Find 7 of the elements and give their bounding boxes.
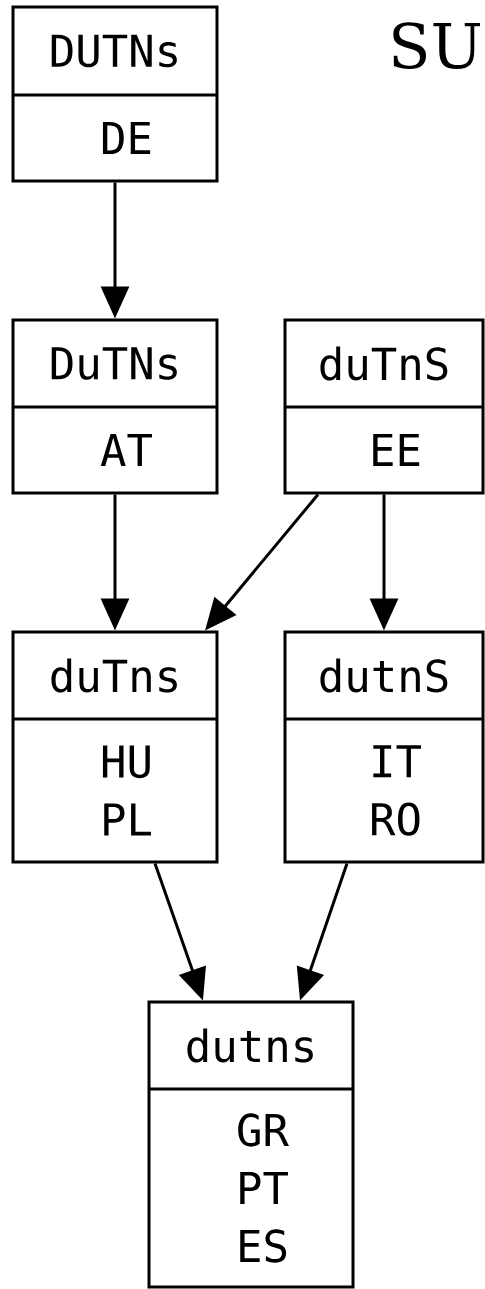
- title: SU: [393, 22, 480, 70]
- record-box: duTns HU PL: [11, 630, 219, 864]
- record-box: dutnS IT RO: [283, 630, 485, 864]
- record-box: duTnS EE: [283, 318, 485, 495]
- record-box: dutns GR PT ES: [147, 1000, 355, 1289]
- record-box: DuTNs AT: [11, 318, 219, 495]
- record-box: DUTNs DE: [11, 5, 219, 183]
